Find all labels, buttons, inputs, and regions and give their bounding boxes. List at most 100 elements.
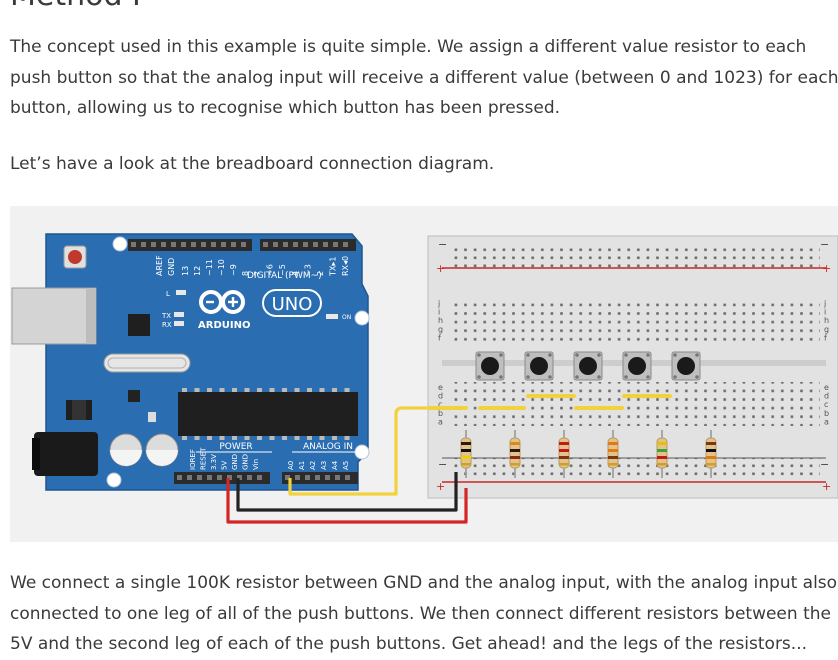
- terminal-strip-bottom: [450, 382, 820, 426]
- digital-label: DIGITAL (PWM~): [247, 271, 322, 281]
- analog-pin-label: A5: [342, 461, 350, 470]
- push-button[interactable]: [475, 351, 505, 381]
- arduino-logo-icon: [199, 290, 245, 314]
- digital-pin-label: 2: [316, 271, 325, 276]
- row-letter: d: [824, 392, 829, 401]
- push-button[interactable]: [671, 351, 701, 381]
- analog-in-label: ANALOG IN: [303, 442, 353, 452]
- power-pin-label: GND: [242, 454, 250, 470]
- resistor: [656, 430, 668, 478]
- gnd-pin-label: GND: [167, 258, 176, 276]
- arduino-wordmark: ARDUINO: [198, 320, 250, 331]
- usb-chip: [128, 314, 150, 336]
- paragraph-line: push button so that the analog input wil…: [10, 67, 838, 88]
- row-letter: e: [438, 383, 443, 392]
- analog-pin-label: A4: [331, 460, 339, 470]
- power-rail-top: [450, 248, 820, 270]
- row-letter: i: [438, 308, 440, 317]
- power-jack: [34, 432, 98, 476]
- row-letter: j: [823, 299, 826, 308]
- power-rail-bottom: [450, 458, 820, 480]
- digital-pin-label: ~10: [217, 259, 226, 276]
- rail-plus-label: +: [436, 262, 445, 275]
- crystal: [103, 353, 191, 373]
- signal-wire: [288, 406, 430, 496]
- analog-pin-label: A2: [309, 461, 317, 470]
- rail-minus-label: −: [820, 458, 829, 471]
- row-letter: j: [437, 299, 440, 308]
- l-led-label: L: [166, 290, 170, 298]
- digital-pin-label: ~6: [266, 264, 275, 276]
- push-button[interactable]: [573, 351, 603, 381]
- row-letter: a: [438, 417, 443, 426]
- row-letter: f: [438, 333, 441, 342]
- row-letter: d: [438, 392, 443, 401]
- paragraph-line: button, allowing us to recognise which b…: [10, 98, 561, 118]
- rx-led-label: RX: [162, 321, 172, 329]
- resistor: [705, 430, 717, 478]
- power-wire: [226, 478, 468, 524]
- row-letter: a: [824, 417, 829, 426]
- digital-pin-label: ~11: [205, 259, 214, 276]
- paragraph-line: 5V and the second leg of each of the pus…: [10, 634, 807, 654]
- analog-pin-label: A1: [298, 461, 306, 470]
- digital-pin-label: ~3: [303, 264, 312, 276]
- power-pin-label: Vin: [252, 459, 260, 470]
- row-letter: b: [438, 409, 443, 418]
- row-letter: g: [438, 325, 443, 334]
- aref-pin-label: AREF: [155, 255, 164, 276]
- usb-connector: [11, 287, 97, 345]
- row-letter: b: [824, 409, 829, 418]
- power-pin-label: RESET: [200, 447, 208, 470]
- paragraph-line: The concept used in this example is quit…: [10, 37, 807, 57]
- explanation-paragraph: We connect a single 100K resistor betwee…: [10, 568, 837, 660]
- digital-pin-label: 12: [193, 266, 202, 276]
- atmega-chip: [178, 392, 358, 436]
- rail-minus-label: −: [438, 458, 447, 471]
- analog-pin-label: A0: [287, 461, 295, 470]
- diagram-intro-paragraph: Let’s have a look at the breadboard conn…: [10, 154, 495, 174]
- power-pin-label: GND: [231, 454, 239, 470]
- connection-wires: [226, 406, 468, 524]
- power-label: POWER: [219, 442, 252, 452]
- digital-pin-label: 8: [241, 271, 250, 276]
- resistor: [558, 430, 570, 478]
- yellow-jumper-wires: [428, 394, 672, 410]
- row-letter: h: [438, 316, 443, 325]
- digital-pin-label: 4: [291, 271, 300, 276]
- power-pin-label: IOREF: [189, 449, 197, 470]
- rail-plus-label: +: [822, 480, 831, 493]
- resistor: [460, 430, 472, 478]
- resistor: [607, 430, 619, 478]
- on-led-label: ON: [342, 314, 351, 321]
- push-button[interactable]: [622, 351, 652, 381]
- digital-pin-label: ~5: [278, 264, 287, 276]
- push-button[interactable]: [524, 351, 554, 381]
- section-heading: Method I: [10, 0, 141, 13]
- paragraph-line: connected to one leg of all of the push …: [10, 603, 831, 624]
- digital-pin-label: 13: [181, 266, 190, 276]
- intro-paragraph: The concept used in this example is quit…: [10, 32, 838, 124]
- row-letter: c: [438, 400, 442, 409]
- terminal-strip-top: [450, 298, 820, 342]
- power-pin-label: 3.3V: [210, 454, 218, 470]
- paragraph-line: We connect a single 100K resistor betwee…: [10, 573, 838, 593]
- tx-led-label: TX: [161, 312, 171, 320]
- digital-pin-label: 7: [253, 271, 262, 276]
- power-pin-label: 5V: [221, 461, 229, 470]
- digital-pin-label: TX▸1: [329, 257, 338, 277]
- reset-button[interactable]: [68, 250, 82, 264]
- rail-minus-label: −: [820, 238, 829, 251]
- row-letter: e: [824, 383, 829, 392]
- digital-pin-label: ~9: [229, 264, 238, 276]
- rail-minus-label: −: [438, 238, 447, 251]
- row-letter: f: [824, 333, 827, 342]
- rail-plus-label: +: [436, 480, 445, 493]
- row-letter: i: [824, 308, 826, 317]
- row-letter: g: [824, 325, 829, 334]
- row-letter: h: [824, 316, 829, 325]
